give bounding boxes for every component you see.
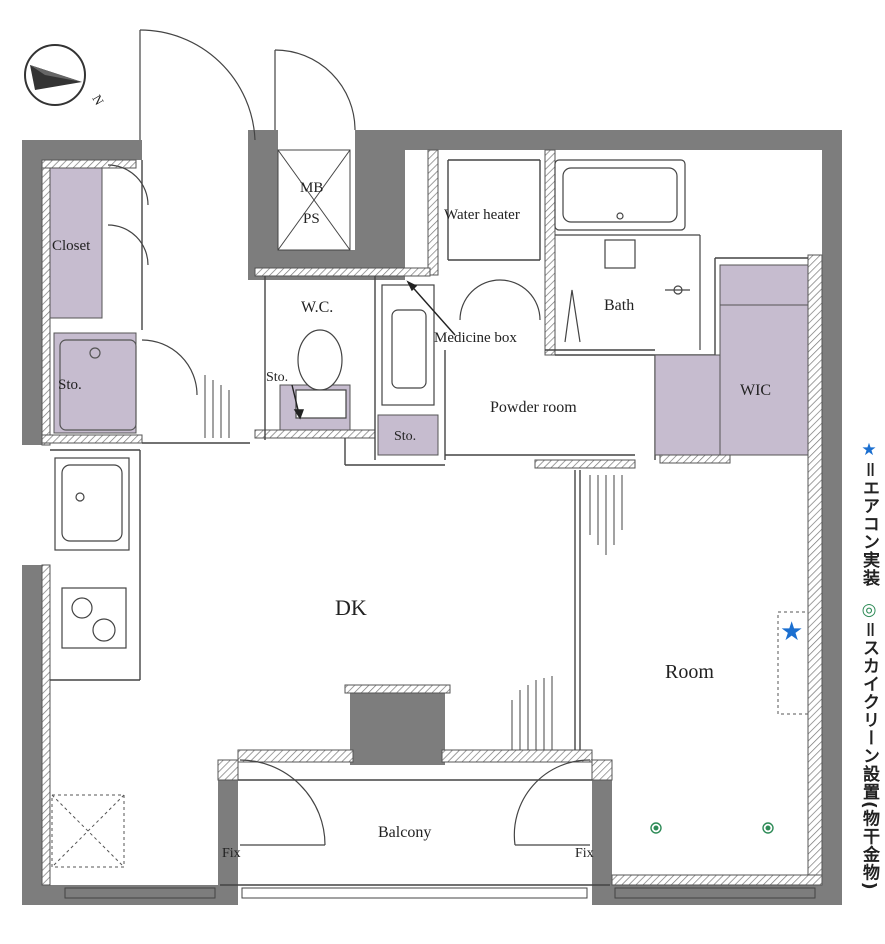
room-label-room: Room <box>665 661 714 683</box>
room-label-closet: Closet <box>52 238 91 254</box>
skyclean-marker-icon <box>650 822 774 834</box>
legend-skyclean: ◎＝スカイクリーン設置(物干金物) <box>850 600 882 891</box>
faucet-icon <box>665 285 690 295</box>
kitchen-sink <box>54 457 130 551</box>
legend-star-icon: ★ <box>859 440 879 461</box>
balcony-rails <box>64 887 816 899</box>
outer-walls <box>22 130 842 905</box>
wash-basin <box>381 284 435 406</box>
toilet <box>295 329 347 419</box>
legend-air-conditioner: ★＝エアコン実装 <box>850 440 882 587</box>
air-conditioner-star-icon: ★ <box>780 617 803 647</box>
bathtub <box>554 159 701 350</box>
compass-icon <box>24 44 86 106</box>
room-label-fix-left: Fix <box>222 846 241 861</box>
room-label-powder-room: Powder room <box>490 399 577 416</box>
room-label-ps: PS <box>303 211 320 227</box>
room-label-wic: WIC <box>740 382 771 399</box>
room-label-dk: DK <box>335 595 367 620</box>
legend-ac-text: ＝エアコン実装 <box>859 461 879 587</box>
legend-sky-text: ＝スカイクリーン設置(物干金物) <box>859 621 879 891</box>
room-label-fix-right: Fix <box>575 846 594 861</box>
mb-ps-shaft <box>277 149 351 251</box>
legend: ★＝エアコン実装 ◎＝スカイクリーン設置(物干金物) <box>850 440 882 920</box>
room-label-sto-wc: Sto. <box>266 370 288 385</box>
medicine-box-arrows <box>291 280 456 420</box>
dashed-ceiling-box <box>51 611 809 868</box>
partition-walls <box>41 149 823 886</box>
interior-lines <box>50 159 808 886</box>
room-label-water-heater: Water heater <box>444 207 520 223</box>
legend-skyclean-icon: ◎ <box>859 600 879 621</box>
room-label-medicine-box: Medicine box <box>434 330 517 346</box>
room-label-sto-left: Sto. <box>58 377 82 393</box>
door-swings <box>107 29 591 846</box>
laundry-pan <box>59 339 137 431</box>
cooktop <box>61 587 127 649</box>
room-label-bath: Bath <box>604 297 634 314</box>
room-label-mb: MB <box>300 180 323 196</box>
sliding-door-marks <box>204 375 623 750</box>
compass-letter: N <box>89 92 107 108</box>
room-label-balcony: Balcony <box>378 824 431 841</box>
room-label-wc: W.C. <box>301 299 333 316</box>
room-label-sto-powder: Sto. <box>394 429 416 444</box>
